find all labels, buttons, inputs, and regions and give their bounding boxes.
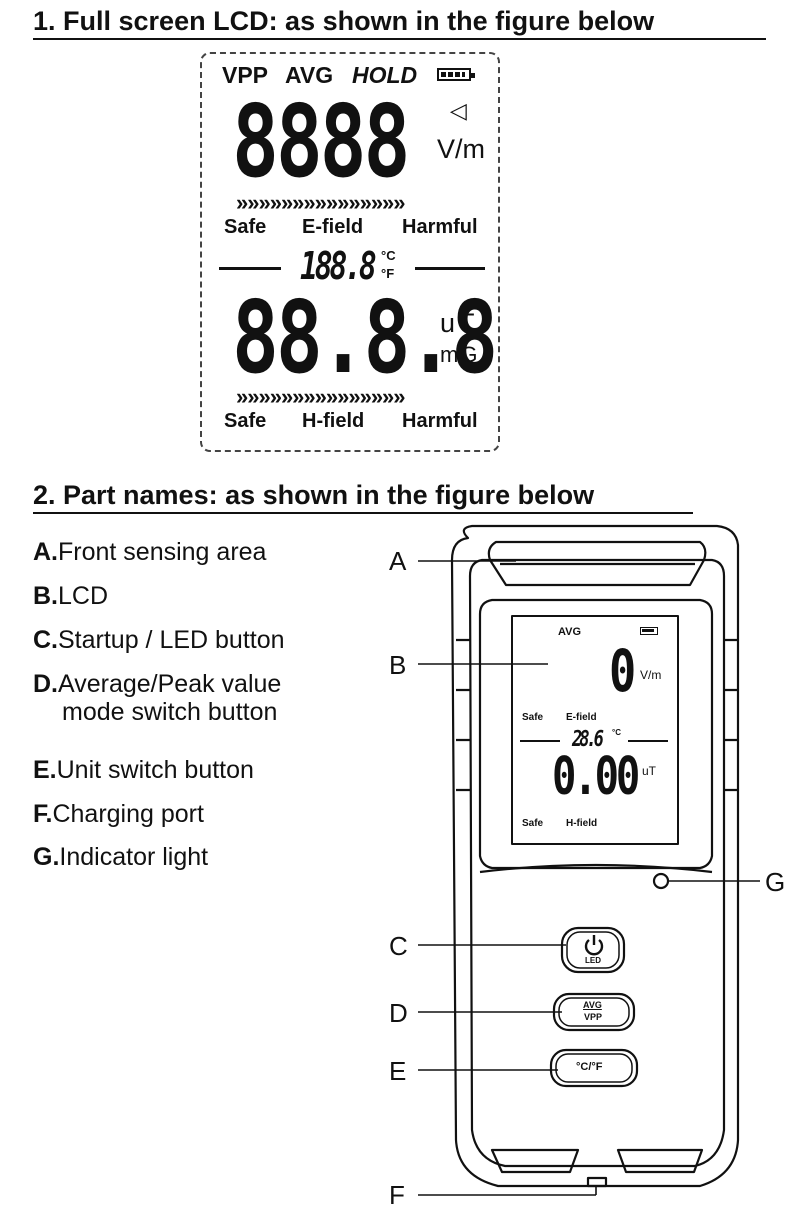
- lcd-h-unit-mg: mG: [440, 342, 480, 367]
- vpp-button-label: VPP: [584, 1012, 603, 1022]
- callout-f: F: [389, 1180, 405, 1210]
- bottom-right-foot: [616, 1148, 704, 1174]
- power-icon: [584, 935, 604, 956]
- device-lcd-divider-left: [520, 740, 560, 742]
- lcd-mode-avg: AVG: [285, 62, 334, 88]
- part-g: G.Indicator light: [33, 843, 209, 871]
- device-lcd-temp-unit: °C: [612, 728, 621, 737]
- unit-button-label: °C/°F: [576, 1061, 603, 1073]
- lcd-divider-left: [219, 267, 281, 270]
- lcd-e-scale-arrows: »»»»»»»»»»»»»»»: [236, 190, 406, 215]
- callout-e: E: [389, 1056, 407, 1086]
- device-lcd-e-safe: Safe: [522, 712, 544, 723]
- device-lcd-divider-right: [628, 740, 668, 742]
- device-lcd-mode: AVG: [558, 626, 582, 638]
- lcd-divider-right: [415, 267, 485, 270]
- led-button-label: LED: [585, 956, 601, 965]
- lcd-h-scale-arrows: »»»»»»»»»»»»»»»: [236, 384, 406, 409]
- device-lcd-e-label: E-field: [566, 712, 597, 723]
- device-lcd-e-unit: V/m: [640, 668, 662, 682]
- section1-heading: 1. Full screen LCD: as shown in the figu…: [33, 6, 655, 36]
- part-d: D.Average/Peak value: [33, 670, 282, 698]
- section1-heading-underline: [33, 38, 766, 40]
- lcd-temp-digits: 188.8: [300, 244, 377, 288]
- lcd-temp-unit-f: °F: [381, 266, 395, 281]
- callout-b: B: [389, 650, 407, 680]
- lcd-h-safe: Safe: [224, 410, 267, 432]
- indicator-light: [652, 872, 670, 890]
- lcd-mode-vpp: VPP: [222, 62, 269, 88]
- lcd-h-harmful: Harmful: [402, 410, 478, 432]
- device-outer-shell: [450, 524, 740, 1188]
- lcd-e-unit: V/m: [437, 134, 486, 164]
- part-b: B.LCD: [33, 582, 109, 610]
- part-c: C.Startup / LED button: [33, 626, 285, 654]
- bottom-left-foot: [490, 1148, 580, 1174]
- lcd-e-harmful: Harmful: [402, 216, 478, 238]
- lcd-h-unit-ut: uT: [440, 308, 478, 338]
- device-lcd-h-value: 0.00: [552, 747, 640, 807]
- device-inner-housing: [468, 558, 726, 1168]
- led-button-outline: [560, 926, 626, 974]
- unit-button-outline: [549, 1048, 639, 1088]
- part-f: F.Charging port: [33, 800, 204, 828]
- device-lcd-temp-value: 28.6: [572, 727, 604, 752]
- avg-button-label: AVG: [583, 1000, 602, 1010]
- device-lcd-h-unit: uT: [642, 764, 657, 778]
- lcd-mode-hold: HOLD: [352, 62, 418, 88]
- lcd-e-safe: Safe: [224, 216, 267, 238]
- callout-c: C: [389, 931, 408, 961]
- device-lcd-content: AVG 0 V/m Safe E-field 28.6 °C 0.00 uT S…: [512, 616, 678, 844]
- device-lcd-h-label: H-field: [566, 818, 598, 829]
- device-battery-icon: [640, 627, 658, 635]
- device-lcd-h-safe: Safe: [522, 818, 544, 829]
- part-d-continued: mode switch button: [62, 698, 278, 726]
- device-lcd-screen: [511, 615, 679, 845]
- callout-g: G: [765, 867, 786, 897]
- lcd-h-label: H-field: [302, 410, 365, 432]
- lcd-e-label: E-field: [302, 216, 364, 238]
- battery-icon: [437, 68, 475, 81]
- lcd-temp-unit-c: °C: [381, 248, 396, 263]
- full-lcd-panel: VPP AVG HOLD 8888 ◁ V/m »»»»»»»»»»»»»»» …: [200, 52, 500, 452]
- section2-heading-underline: [33, 512, 693, 514]
- charging-port: [586, 1176, 608, 1188]
- front-sensing-area: [487, 540, 707, 587]
- screen-bezel: [478, 598, 714, 870]
- callout-d: D: [389, 998, 408, 1028]
- section2-heading: 2. Part names: as shown in the figure be…: [33, 480, 595, 510]
- part-e: E.Unit switch button: [33, 756, 254, 784]
- callout-a: A: [389, 546, 407, 576]
- lcd-e-digits: 8888: [232, 83, 410, 200]
- lcd-h-digits: 88.8.8: [232, 279, 498, 396]
- device-lcd-e-value: 0: [609, 637, 636, 705]
- part-a: A.Front sensing area: [33, 538, 267, 566]
- speaker-icon: ◁: [450, 98, 467, 123]
